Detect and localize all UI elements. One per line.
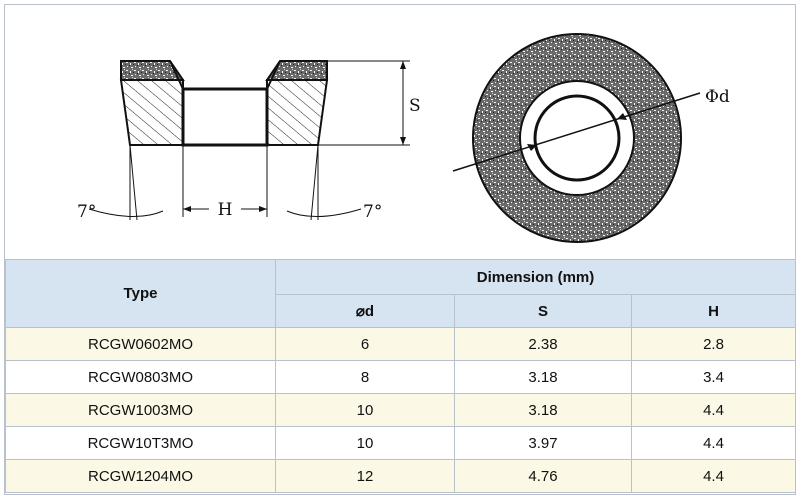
cell-d: 6 [275, 327, 455, 361]
diameter-line [452, 92, 701, 172]
cell-s: 3.18 [454, 360, 632, 394]
technical-drawing: S H 7° 7° [5, 5, 795, 259]
col-header-h: H [631, 294, 796, 328]
cell-h: 4.4 [631, 459, 796, 493]
col-header-d: ⌀d [275, 294, 455, 328]
cell-h: 3.4 [631, 360, 796, 394]
spec-sheet: S H 7° 7° [4, 4, 796, 495]
dimension-header: Dimension (mm) [275, 259, 796, 295]
cell-type: RCGW0602MO [5, 327, 276, 361]
cell-s: 2.38 [454, 327, 632, 361]
bore-circle [533, 94, 621, 182]
table-row: RCGW1204MO 12 4.76 4.4 [5, 459, 796, 493]
cell-h: 4.4 [631, 426, 796, 460]
body-section-right [266, 79, 329, 146]
table-row: RCGW0803MO 8 3.18 3.4 [5, 360, 796, 394]
col-header-s: S [454, 294, 632, 328]
table-row: RCGW0602MO 6 2.38 2.8 [5, 327, 796, 361]
side-section-view: S H 7° 7° [77, 60, 421, 222]
diameter-label: Φd [705, 87, 730, 107]
table-row: RCGW1003MO 10 3.18 4.4 [5, 393, 796, 427]
h-dimension-label: H [218, 200, 233, 220]
cell-s: 3.97 [454, 426, 632, 460]
dimension-table: Type Dimension (mm) ⌀d S H RCGW0602MO 6 … [5, 259, 796, 493]
cell-type: RCGW1204MO [5, 459, 276, 493]
cell-h: 2.8 [631, 327, 796, 361]
right-angle-label: 7° [363, 202, 382, 222]
cell-d: 10 [275, 393, 455, 427]
s-dimension-label: S [409, 96, 421, 116]
body-section-left [119, 79, 184, 146]
cell-d: 12 [275, 459, 455, 493]
table-row: RCGW10T3MO 10 3.97 4.4 [5, 426, 796, 460]
cell-type: RCGW1003MO [5, 393, 276, 427]
cell-d: 10 [275, 426, 455, 460]
cell-type: RCGW0803MO [5, 360, 276, 394]
insert-drawing-svg: S H 7° 7° [77, 33, 730, 243]
cell-h: 4.4 [631, 393, 796, 427]
cell-s: 3.18 [454, 393, 632, 427]
cell-d: 8 [275, 360, 455, 394]
type-header: Type [5, 259, 276, 328]
center-hole [181, 87, 269, 147]
cell-type: RCGW10T3MO [5, 426, 276, 460]
top-view: Φd [452, 33, 730, 243]
cell-s: 4.76 [454, 459, 632, 493]
left-angle-label: 7° [77, 202, 96, 222]
